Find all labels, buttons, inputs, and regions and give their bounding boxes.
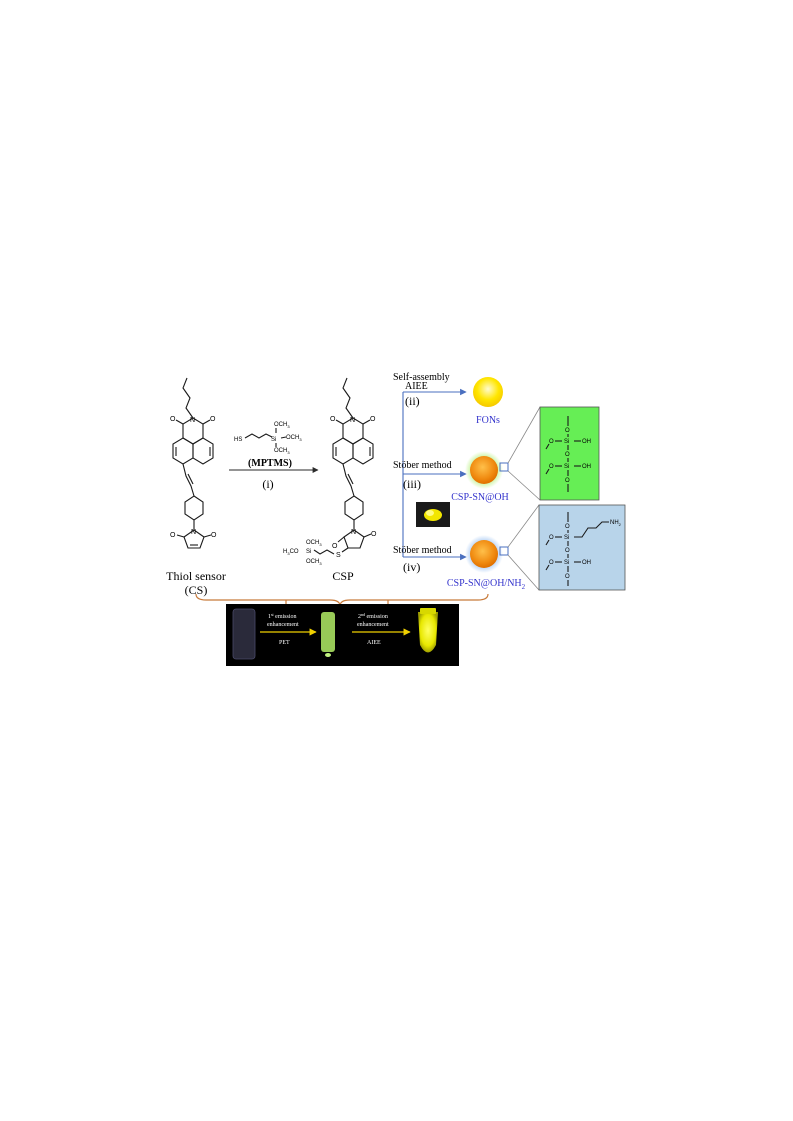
csp-succ-o-left: O — [332, 543, 338, 550]
blue-o-left-2: O — [549, 560, 554, 566]
cs-molecule: N O O N O O — [170, 377, 217, 549]
pet-label: PET — [279, 640, 290, 646]
csp-och3-bottom: OCH3 — [306, 559, 322, 566]
csp-molecule: N O O N O O S Si OCH3 H3CO OCH3 — [283, 377, 377, 566]
blue-o-2: O — [565, 548, 570, 554]
fluorescence-photo-panel: 1st emission enhancement PET 2nd emissio… — [226, 604, 459, 666]
green-oh-2: OH — [582, 464, 591, 470]
step-iii-label: (iii) — [403, 477, 421, 491]
csp-s: S — [336, 552, 341, 559]
mptms-reagent: HS Si OCH3 OCH3 OCH3 — [234, 422, 302, 455]
step-iv-label: (iv) — [403, 560, 420, 574]
fons-label: FONs — [476, 415, 500, 426]
green-o-3: O — [565, 478, 570, 484]
powder-photo — [416, 502, 450, 527]
self-assembly-label: Self-assembly — [393, 372, 450, 383]
csp-o-left: O — [330, 416, 336, 423]
blue-surface-box: O Si NH2 O O Si OH O O — [538, 504, 626, 591]
blue-si-1: Si — [564, 535, 569, 541]
cs-mal-o-right: O — [211, 532, 217, 539]
step-i-label: (i) — [262, 477, 273, 491]
tube-2-green — [321, 612, 335, 652]
mptms-och3-top: OCH3 — [274, 422, 290, 429]
csp-och3-top: OCH3 — [306, 540, 322, 547]
second-enhancement-label: enhancement — [357, 622, 389, 628]
second-emission-label: 2nd emission — [358, 612, 388, 620]
green-si-1: Si — [564, 439, 569, 445]
mptms-och3-bottom: OCH3 — [274, 448, 290, 455]
tube-1-dark — [232, 608, 256, 660]
csp-label: CSP — [332, 569, 354, 583]
mptms-och3-right: OCH3 — [286, 435, 302, 442]
aiee-top-label: AIEE — [405, 381, 428, 392]
blue-o-3: O — [565, 574, 570, 580]
csp-sn-oh-label: CSP-SN@OH — [451, 492, 509, 503]
fons-sphere — [473, 377, 503, 407]
green-surface-box: O Si OH O O Si OH O O — [539, 406, 600, 501]
cs-mal-o-left: O — [170, 532, 176, 539]
csp-succ-o-right: O — [371, 531, 377, 538]
blue-si-2: Si — [564, 560, 569, 566]
green-o-2: O — [565, 452, 570, 458]
mptms-si: Si — [271, 437, 276, 443]
stober-method-2: Stöber method — [393, 545, 452, 556]
tube-3-yellow — [418, 612, 438, 653]
cs-o-right: O — [210, 416, 216, 423]
cs-imide-n: N — [190, 417, 195, 424]
blue-nh2: NH2 — [610, 520, 622, 527]
green-si-2: Si — [564, 464, 569, 470]
branch-arrows — [402, 388, 467, 561]
csp-o-right: O — [370, 416, 376, 423]
csp-sn-oh-nh2-label: CSP-SN@OH/NH2 — [447, 578, 526, 591]
csp-sn-oh-nh2-sphere — [470, 540, 498, 568]
stober-method-1: Stöber method — [393, 460, 452, 471]
thiol-sensor-label: Thiol sensor — [166, 569, 226, 583]
csp-sn-oh-nh2-zoom-marker — [499, 546, 509, 556]
csp-si: Si — [306, 549, 311, 555]
blue-oh: OH — [582, 560, 591, 566]
green-o-left-1: O — [549, 439, 554, 445]
green-oh-1: OH — [582, 439, 591, 445]
green-o-left-2: O — [549, 464, 554, 470]
cs-o-left: O — [170, 416, 176, 423]
aiee-photo-label: AIEE — [367, 640, 381, 646]
csp-sn-oh-zoom-marker — [499, 462, 509, 472]
cs-maleimide-n: N — [191, 529, 196, 536]
step-ii-label: (ii) — [405, 394, 420, 408]
csp-imide-n: N — [350, 417, 355, 424]
mptms-hs: HS — [234, 437, 242, 443]
first-enhancement-label: enhancement — [267, 622, 299, 628]
mptms-label: (MPTMS) — [248, 458, 292, 469]
csp-h3co: H3CO — [283, 549, 299, 556]
cs-label: (CS) — [185, 583, 208, 597]
green-o-1: O — [565, 428, 570, 434]
csp-succ-n: N — [351, 529, 356, 536]
blue-o-left-1: O — [549, 535, 554, 541]
blue-o-1: O — [565, 524, 570, 530]
first-emission-label: 1st emission — [268, 612, 297, 620]
csp-sn-oh-sphere — [470, 456, 498, 484]
